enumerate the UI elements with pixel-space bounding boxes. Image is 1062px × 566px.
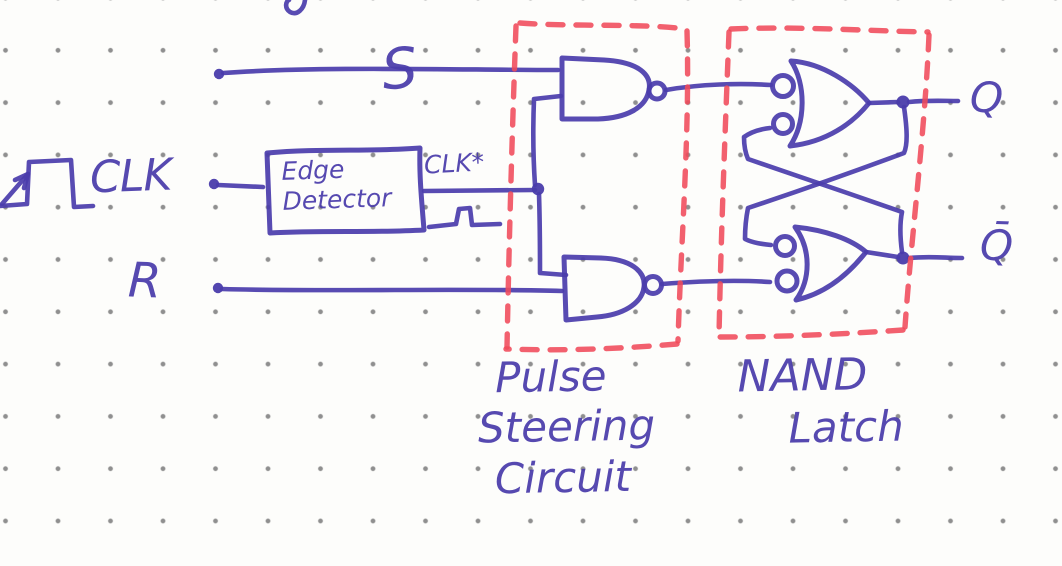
nand-latch-caption-line2: Latch [788,401,905,453]
clk-input-wire [208,178,266,190]
clk-input-label: CLK [89,149,172,204]
pulse-steering-highlight-box [503,20,691,353]
latch-top-gate [770,58,961,149]
pulse-steering-caption-line2: Steering [477,400,656,453]
r-input-wire [212,282,565,294]
s-input-label: S [379,35,421,104]
q-bar-output-label: Q̄ [979,220,1014,271]
clk-star-label: CLK* [423,147,485,180]
edge-detector-label-line1: Edge [280,154,345,186]
feedback-wire-qbar-to-top [741,125,905,255]
cutoff-title-stroke [283,0,308,16]
narrow-pulse-waveform-icon [426,205,503,230]
edge-detector-label: Edge Detector [281,153,392,217]
clk-star-wire [421,93,569,278]
edge-detector-label-line2: Detector [282,183,392,216]
q-output-label: Q [968,72,1005,123]
edge-detector-box [264,145,427,236]
nand-latch-caption-line1: NAND [737,349,868,403]
bottom-nand-gate [561,254,773,323]
nand-latch-highlight-box [716,25,932,340]
rising-edge-waveform-icon [0,157,96,210]
top-nand-gate [559,55,774,122]
r-input-label: R [127,252,163,310]
pulse-steering-caption-line3: Circuit [494,451,632,504]
s-input-wire [213,66,561,80]
nand-latch-caption: NAND Latch [737,349,904,455]
feedback-wire-q-to-bottom [742,104,909,248]
pulse-steering-caption-line1: Pulse [494,351,607,403]
pulse-steering-caption: Pulse Steering Circuit [477,350,657,504]
latch-bottom-gate [773,224,965,303]
